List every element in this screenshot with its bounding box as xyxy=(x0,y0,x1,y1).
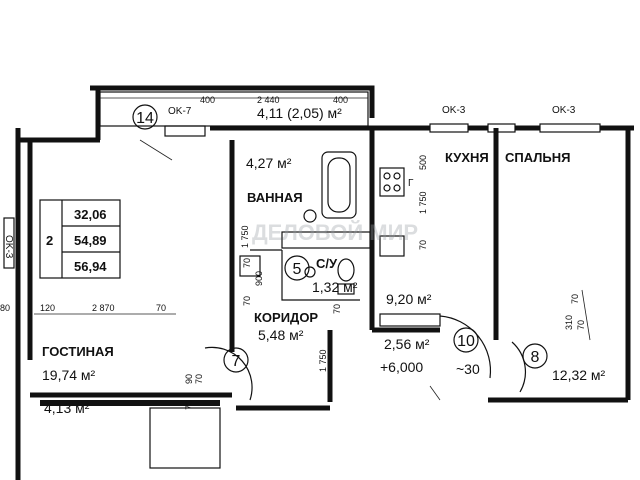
door-arc-bedroom xyxy=(511,341,527,393)
marker-circle-7 xyxy=(223,347,249,373)
bath-sink xyxy=(303,209,317,223)
vent xyxy=(239,255,261,277)
summary-value-3: 56,94 xyxy=(74,259,107,274)
kitchen-window xyxy=(429,123,469,133)
dim-liv-70: 70 xyxy=(194,374,204,384)
marker-10: 10 xyxy=(457,333,475,350)
room-kitchen-name: КУХНЯ xyxy=(445,150,489,165)
watermark-logo: ДЕЛОВОЙ МИР xyxy=(252,220,418,245)
stove-burner xyxy=(383,184,391,192)
marker-5: 5 xyxy=(293,261,302,278)
bedroom-window-label: OK-3 xyxy=(552,105,576,116)
dim-liv-70b: 70 xyxy=(184,400,194,410)
balcony-wall xyxy=(90,85,375,118)
dim-living-120: 120 xyxy=(40,303,55,313)
balcony-area: 4,11 (2,05) м² xyxy=(257,105,342,121)
bathtub-inner xyxy=(327,157,351,213)
dim-kitchen-1750: 1 750 xyxy=(418,191,428,214)
balcony-number: 14 xyxy=(136,110,154,127)
door-arc-living xyxy=(204,346,253,401)
dim-corr-70: 70 xyxy=(332,304,342,314)
pipe-shaft xyxy=(281,231,371,249)
balcony-outline xyxy=(99,91,369,127)
labels: 14 OK-7 400 2 440 400 4,11 (2,05) м² OK-… xyxy=(0,95,606,416)
dim-corr-1750: 1 750 xyxy=(318,349,328,372)
balcony-dim-total: 2 440 xyxy=(257,95,280,105)
balcony-dim-right: 400 xyxy=(333,95,348,105)
angle-mark: ~30 xyxy=(456,361,480,377)
stove-burner xyxy=(383,172,391,180)
dim-kitchen-70: 70 xyxy=(418,240,428,250)
marker-7: 7 xyxy=(232,353,241,370)
dim-living-2870: 2 870 xyxy=(92,303,115,313)
dim-left-80: 80 xyxy=(0,303,10,313)
marker-circle-8 xyxy=(522,343,548,369)
balcony-dim-left: 400 xyxy=(200,95,215,105)
bottom-left-room xyxy=(149,407,221,469)
left-window xyxy=(3,217,15,269)
angle-tick xyxy=(429,385,441,401)
dim-bed-70b: 70 xyxy=(576,320,586,330)
dim-bath-900: 900 xyxy=(254,271,264,286)
door-swing xyxy=(139,139,173,161)
elevation-mark: +6,000 xyxy=(380,359,423,375)
living-window-label: OK-3 xyxy=(3,235,14,259)
stove xyxy=(379,167,405,197)
toilet xyxy=(337,258,355,282)
room-kitchen-area: 9,20 м² xyxy=(386,291,432,307)
bedroom-window xyxy=(539,123,601,133)
room-living-name: ГОСТИНАЯ xyxy=(42,344,114,359)
balcony-door xyxy=(164,125,206,137)
room-living-area: 19,74 м² xyxy=(42,367,96,383)
dim-bath-70b: 70 xyxy=(242,296,252,306)
summary-table-frame xyxy=(39,199,121,279)
room-wc-area: 1,32 м² xyxy=(312,279,358,295)
room-corridor-name: КОРИДОР xyxy=(254,310,318,325)
wc-sink xyxy=(304,266,316,278)
room-wc-name: С/У xyxy=(316,256,338,271)
stove-burner xyxy=(393,184,401,192)
dim-living-70: 70 xyxy=(156,303,166,313)
summary-rooms-count: 2 xyxy=(46,233,53,248)
hall-radiator xyxy=(379,313,441,327)
marker-circle-10 xyxy=(453,327,479,353)
room-bath-area: 4,27 м² xyxy=(246,155,292,171)
circle-markers xyxy=(132,104,548,373)
room-corridor-area: 5,48 м² xyxy=(258,327,304,343)
room-bedroom-name: СПАЛЬНЯ xyxy=(505,150,570,165)
wc-wall xyxy=(281,250,360,301)
bottom-left-wall xyxy=(40,400,220,406)
bedroom-dim-line xyxy=(581,289,591,341)
bathtub xyxy=(321,151,357,219)
walls xyxy=(15,85,634,480)
toilet-tank xyxy=(337,283,355,295)
bedroom-window-2 xyxy=(487,123,516,133)
balcony-number-circle xyxy=(132,104,158,130)
marker-8: 8 xyxy=(531,349,540,366)
fixtures xyxy=(3,91,601,469)
balcony-window-label: OK-7 xyxy=(168,106,192,117)
summary-value-2: 54,89 xyxy=(74,233,107,248)
dim-bath-1750: 1 750 xyxy=(240,225,250,248)
dim-bath-70: 70 xyxy=(242,258,252,268)
summary-value-1: 32,06 xyxy=(74,207,107,222)
kitchen-g-mark: Г xyxy=(408,178,414,189)
room-hall-area: 2,56 м² xyxy=(384,336,430,352)
kitchen-window-label: OK-3 xyxy=(442,105,466,116)
dim-kitchen-500: 500 xyxy=(418,155,428,170)
room-bedroom-area: 12,32 м² xyxy=(552,367,606,383)
kitchen-sink xyxy=(379,235,405,257)
door-arc-kitchen xyxy=(439,315,492,379)
room-bath-name: ВАННАЯ xyxy=(247,190,303,205)
marker-circle-5 xyxy=(284,255,310,281)
room-bottom-left-area: 4,13 м² xyxy=(44,400,90,416)
dim-bed-70: 70 xyxy=(570,294,580,304)
stove-burner xyxy=(393,172,401,180)
dim-bed-310: 310 xyxy=(564,315,574,330)
dim-liv-90: 90 xyxy=(184,374,194,384)
